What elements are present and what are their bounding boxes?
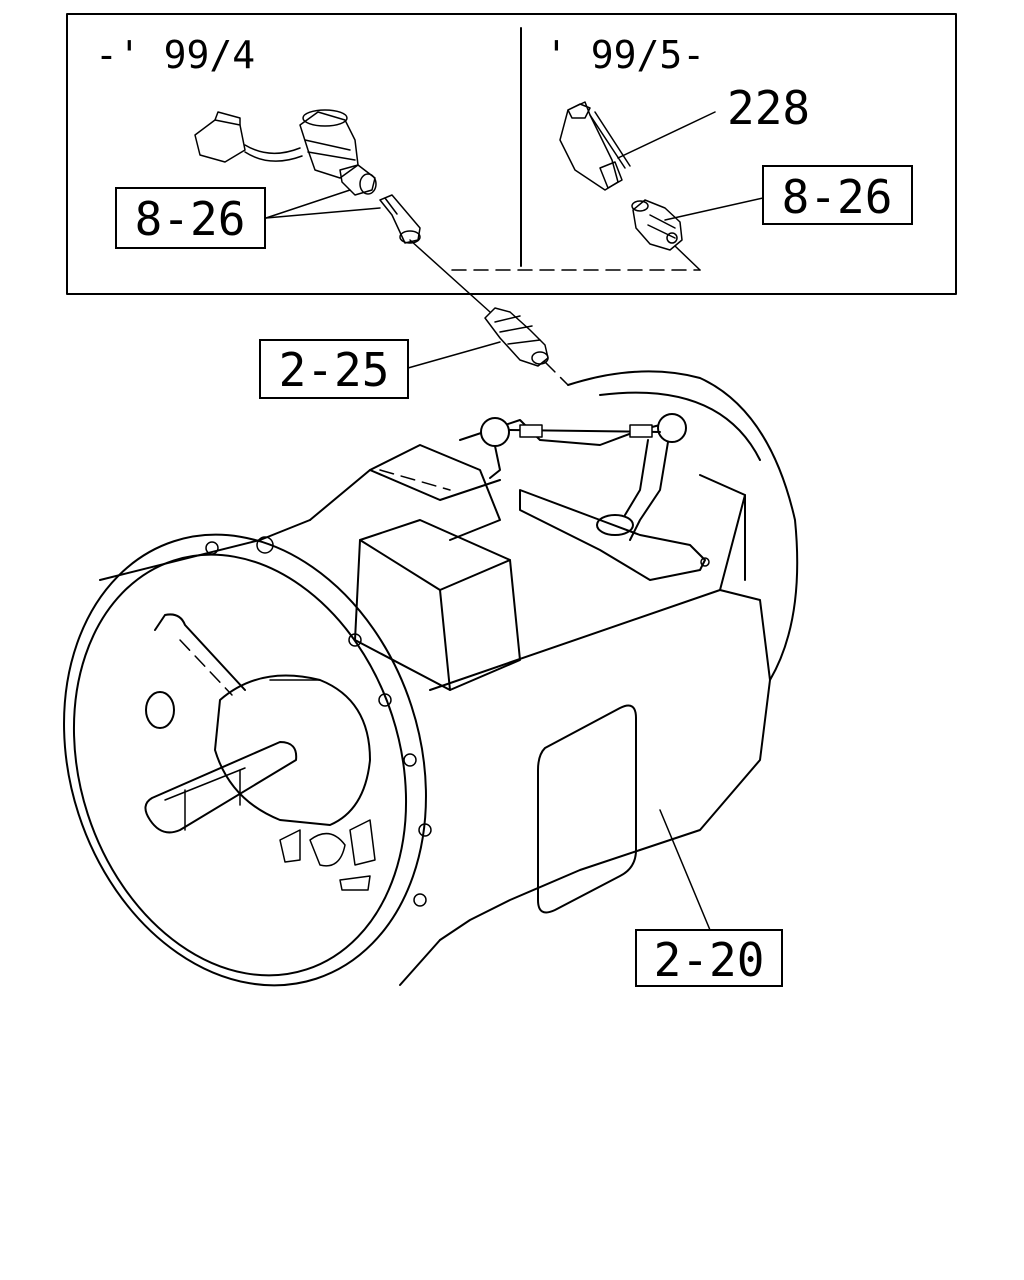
callout-bracket: 228 — [727, 81, 810, 135]
callout-text-sensor-new: 8-26 — [782, 170, 893, 224]
callout-sensor-new: 8-26 — [762, 165, 913, 225]
callout-switch: 2-25 — [259, 339, 501, 399]
inset-frame: -' 99/4 ' 99/5- — [66, 13, 957, 295]
callout-text-switch: 2-25 — [279, 343, 390, 397]
transmission-assembly — [63, 370, 799, 987]
inset-leaders — [265, 111, 764, 313]
speed-sensor-new — [631, 199, 683, 251]
sensor-bracket — [559, 101, 631, 191]
callout-text-sensor-old: 8-26 — [135, 192, 246, 246]
period-label-after: ' 99/5- — [545, 33, 705, 77]
reverse-switch — [484, 307, 569, 386]
callout-text-bracket: 228 — [727, 81, 810, 135]
speed-sensor-old — [194, 109, 421, 244]
period-label-before: -' 99/4 — [95, 33, 255, 77]
callout-sensor-old: 8-26 — [115, 187, 266, 249]
callout-text-transmission: 2-20 — [654, 933, 765, 987]
callout-transmission: 2-20 — [635, 929, 783, 987]
